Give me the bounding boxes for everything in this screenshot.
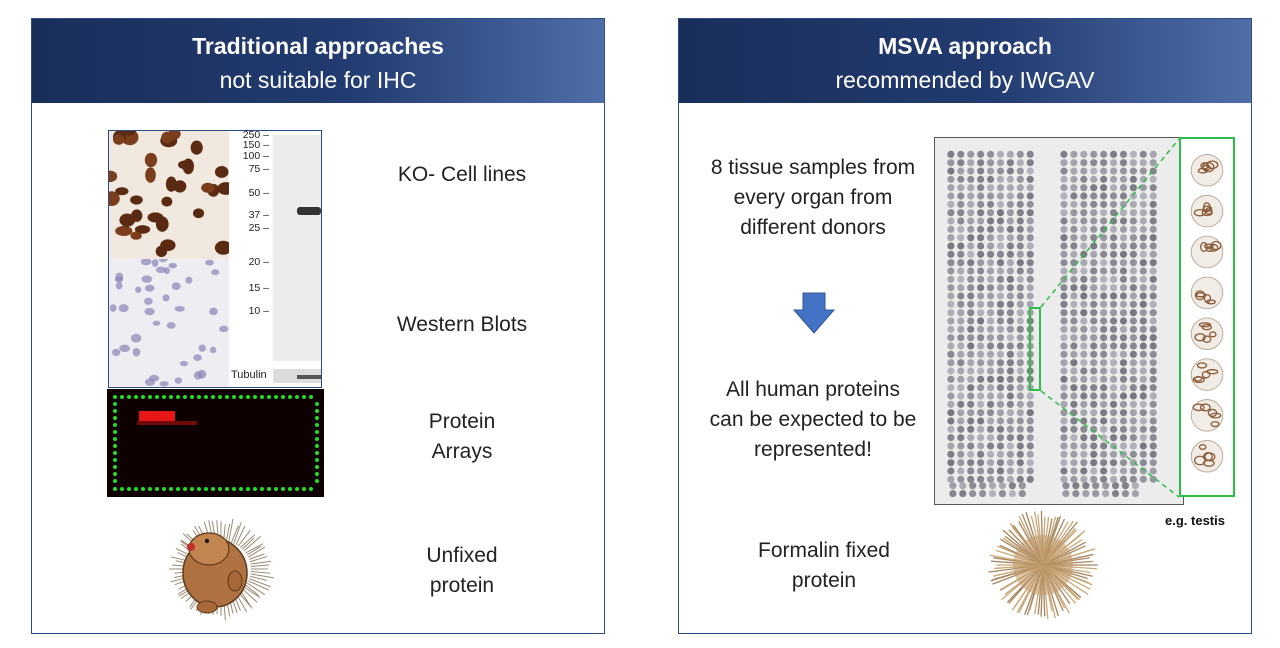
msva-header: MSVA approach recommended by IWGAV	[679, 19, 1251, 103]
ko-cell-lines-label: KO- Cell lines	[397, 163, 527, 186]
tissue-samples-text-line2: every organ from	[733, 186, 893, 209]
ihc-positive-stain-image	[109, 131, 229, 259]
marker-50: 50 –	[248, 187, 269, 199]
molecular-weight-markers: 250 –150 –100 –75 – 50 – 37 –25 – 20 – 15 – 1…	[229, 131, 271, 387]
marker-25: 25 –	[248, 222, 269, 234]
example-testis-label: e.g. testis	[1165, 513, 1225, 528]
msva-subtitle: recommended by IWGAV	[835, 67, 1095, 93]
ihc-negative-stain-image	[109, 259, 229, 387]
all-proteins-text-line3: represented!	[754, 438, 872, 461]
marker-100: 100 –	[242, 150, 269, 162]
traditional-title: Traditional approaches	[192, 33, 444, 59]
tissue-samples-text-line3: different donors	[740, 216, 886, 239]
formalin-fixed-protein-illustration	[988, 510, 1098, 620]
msva-approach-panel: MSVA approach recommended by IWGAV 8 tis…	[678, 18, 1252, 634]
marker-20: 20 –	[248, 256, 269, 268]
all-proteins-text-line2: can be expected to be	[709, 408, 917, 431]
traditional-subtitle: not suitable for IHC	[219, 67, 417, 93]
marker-150: 150 –	[242, 139, 269, 151]
protein-arrays-label-line1: Protein	[428, 410, 496, 433]
tma-highlight-box	[1029, 307, 1041, 391]
marker-75: 75 –	[248, 163, 269, 175]
msva-title: MSVA approach	[878, 33, 1052, 59]
marker-37: 37 –	[248, 209, 269, 221]
traditional-approaches-panel: Traditional approaches not suitable for …	[31, 18, 605, 634]
marker-10: 10 –	[248, 305, 269, 317]
protein-array-image	[107, 389, 324, 497]
western-blot-figure: 250 –150 –100 –75 – 50 – 37 –25 – 20 – 15 – 1…	[108, 130, 322, 388]
tubulin-label: Tubulin	[231, 369, 267, 381]
blot-band	[297, 207, 321, 215]
down-arrow-icon	[793, 292, 835, 334]
unfixed-protein-label-line2: protein	[429, 574, 495, 597]
western-blots-label: Western Blots	[396, 313, 528, 336]
protein-arrays-label-line2: Arrays	[431, 440, 493, 463]
unfixed-protein-hedgehog-illustration	[168, 518, 274, 621]
blot-lane	[273, 135, 321, 361]
tissue-samples-text-line1: 8 tissue samples from	[710, 156, 916, 179]
traditional-header: Traditional approaches not suitable for …	[32, 19, 604, 103]
unfixed-protein-label-line1: Unfixed	[426, 544, 498, 567]
formalin-fixed-text-line2: protein	[791, 569, 857, 592]
formalin-fixed-text-line1: Formalin fixed	[758, 539, 890, 562]
tissue-microarray-image	[934, 137, 1184, 505]
all-proteins-text-line1: All human proteins	[726, 378, 900, 401]
marker-250: 250 –	[242, 130, 269, 141]
marker-15: 15 –	[248, 282, 269, 294]
tubulin-band	[297, 375, 321, 379]
testis-zoom-panel	[1179, 137, 1235, 497]
